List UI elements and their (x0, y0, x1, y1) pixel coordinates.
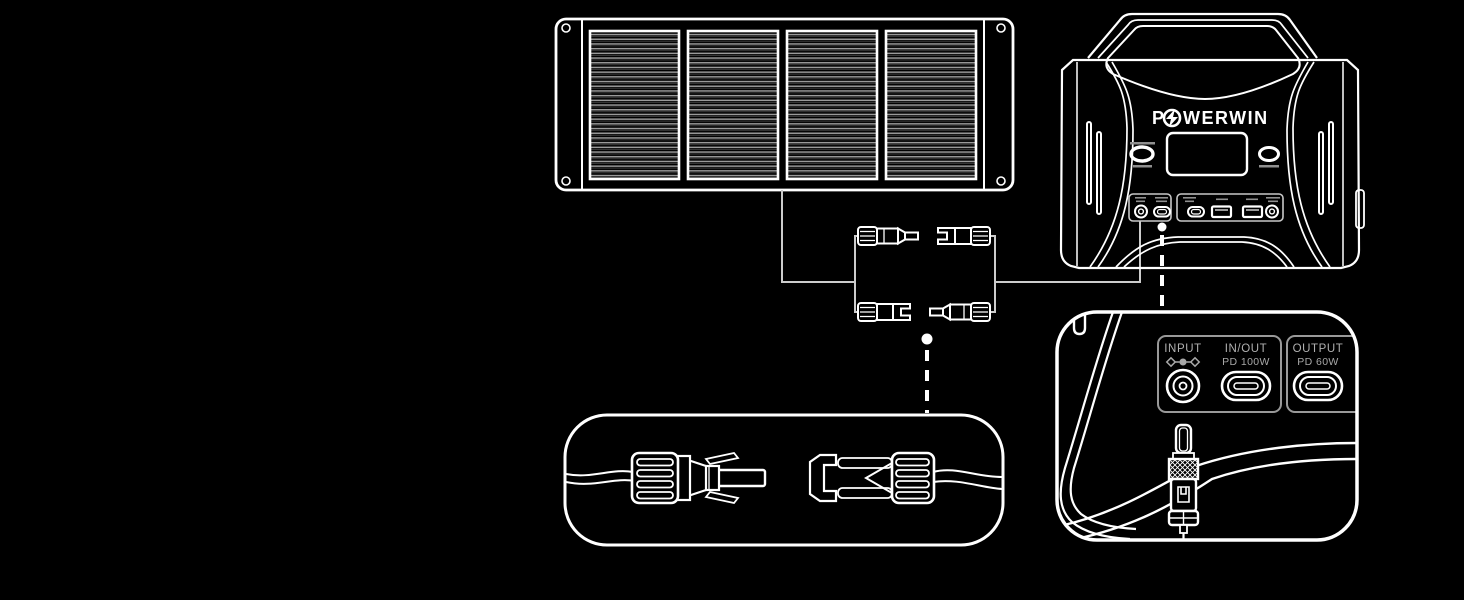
power-station: P WERWIN (1059, 12, 1365, 270)
brand-logo: P WERWIN (1152, 108, 1269, 128)
vent-slot (1096, 131, 1102, 215)
solar-cell-panel (785, 29, 879, 181)
vent-slot (1328, 121, 1334, 205)
handle-slot-zoomed (1072, 312, 1087, 336)
mc4-detail-callout (563, 413, 1005, 547)
output-port-group (1176, 193, 1284, 222)
button-label-mark (1259, 165, 1279, 168)
solar-cell-panel (884, 29, 978, 181)
dc-polarity-icon (1165, 356, 1201, 368)
port-label-mark (1268, 200, 1278, 203)
latch-arm (704, 491, 740, 504)
input-label: INPUT (1164, 343, 1202, 355)
cable-connection-lines (781, 190, 1141, 313)
station-body-outline (1059, 58, 1361, 270)
dc-input-pin (1137, 208, 1145, 215)
knurled-ring (1167, 457, 1200, 481)
female-fork (808, 453, 838, 503)
logo-o-ring (1162, 108, 1182, 128)
grip-ribs (636, 458, 674, 500)
usb-c-port[interactable] (1187, 206, 1205, 218)
usb-c-slot (1156, 208, 1168, 215)
usb-a-port[interactable] (1241, 205, 1264, 219)
solar-panel-frame (554, 17, 1015, 192)
grip-ribs (895, 458, 930, 500)
grommet-hole (561, 176, 571, 186)
male-pin-barrel (716, 468, 767, 488)
mc4-female-detail (808, 451, 936, 505)
mc4-male-detail (630, 451, 767, 505)
output-watt-label: PD 60W (1297, 356, 1339, 368)
port-label-mark (1216, 198, 1228, 201)
dc-input-port[interactable] (1134, 204, 1148, 219)
input-port-group (1128, 193, 1172, 222)
grommet-hole (996, 23, 1006, 33)
lcd-display (1165, 131, 1249, 177)
callout-dot (1157, 222, 1167, 232)
plug-tip (1174, 423, 1193, 455)
station-edge-zoomed (1059, 312, 1137, 540)
port-detail-callout: INPUT IN/OUT PD 100W OUTPUT (1055, 310, 1359, 542)
connectors-to-station-line (995, 221, 1141, 283)
grommet-hole (996, 176, 1006, 186)
grommet-hole (561, 23, 571, 33)
callout-lines (921, 222, 1167, 413)
plug-window (1177, 486, 1190, 503)
usb-c-slot (1190, 208, 1202, 215)
port-label-mark (1155, 197, 1168, 199)
port-label-mark (1266, 197, 1280, 199)
dc-output-pin (1268, 208, 1276, 215)
solar-panel (554, 17, 1015, 192)
grip-cap (630, 451, 680, 505)
callout-dot (921, 333, 933, 345)
port-detail-content: INPUT IN/OUT PD 100W OUTPUT (1059, 312, 1357, 540)
side-vents (1086, 121, 1334, 215)
brand-prefix: P (1152, 108, 1166, 128)
handle-opening (1105, 25, 1301, 101)
carry-handle (1087, 12, 1318, 101)
output-label: OUTPUT (1293, 343, 1344, 355)
right-bracket-line (990, 235, 996, 313)
usb-c-port-large[interactable] (1220, 370, 1272, 402)
power-button[interactable] (1129, 145, 1155, 163)
left-bracket-line (854, 235, 858, 313)
detail-cables (565, 469, 1003, 490)
side-port-cover (1355, 189, 1365, 229)
brand-suffix: WERWIN (1183, 108, 1269, 128)
button-label-mark (1133, 165, 1152, 168)
vent-slot (1086, 121, 1092, 205)
output-group-frame (1286, 335, 1357, 413)
plug-body (1169, 477, 1198, 513)
port-label-mark (1246, 198, 1258, 201)
solar-cell-panel (588, 29, 681, 181)
dc-input-jack[interactable] (1165, 368, 1201, 404)
light-button[interactable] (1258, 146, 1280, 162)
inout-label: IN/OUT (1225, 343, 1268, 355)
latch-arm (704, 452, 740, 465)
button-label-mark (1130, 142, 1155, 145)
panel-to-connectors-line (781, 190, 855, 283)
input-group-frame (1157, 335, 1282, 413)
detail-box-frame (1055, 310, 1359, 542)
vent-slot (1318, 131, 1324, 215)
detail-box-frame (563, 413, 1005, 547)
dc-barrel-plug (1167, 423, 1200, 540)
usb-c-port[interactable] (1153, 206, 1171, 218)
port-label-mark (1156, 200, 1167, 203)
port-label-mark (1135, 197, 1146, 199)
solar-cell-panel (686, 29, 780, 181)
port-label-mark (1183, 197, 1196, 199)
dc-output-port[interactable] (1265, 204, 1279, 219)
port-label-mark (1185, 200, 1194, 203)
plug-stem (1179, 524, 1188, 534)
usb-c-port-large[interactable] (1292, 370, 1344, 402)
inout-watt-label: PD 100W (1222, 356, 1270, 368)
lightning-bolt-icon (1166, 109, 1178, 127)
port-label-mark (1136, 200, 1145, 203)
usb-a-port[interactable] (1210, 205, 1233, 219)
port-strip (1128, 193, 1284, 222)
